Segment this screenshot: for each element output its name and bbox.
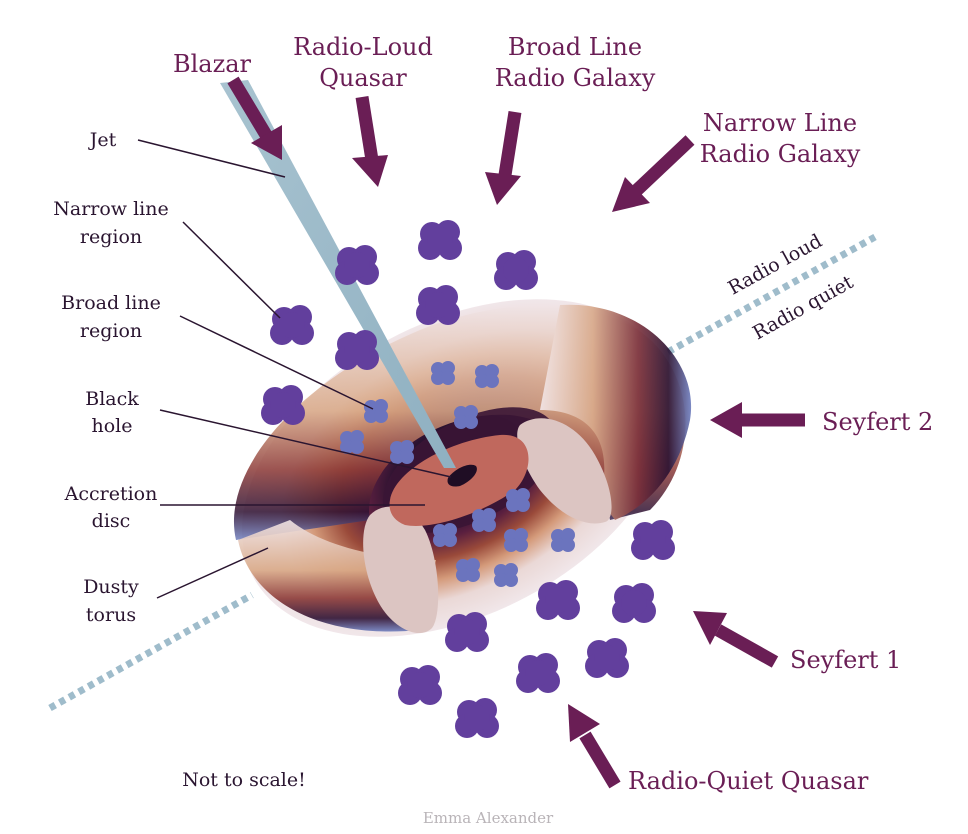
seyfert-1-arrow xyxy=(693,611,779,668)
nlr-cloud xyxy=(261,385,305,425)
narrow-line-radio-galaxy-label-line2: Radio Galaxy xyxy=(700,140,861,168)
black-hole-label-line2: hole xyxy=(92,415,133,437)
narrow-line-region-clouds xyxy=(261,220,675,738)
radio-loud-quasar-label-line1: Radio-Loud xyxy=(293,33,433,61)
nlr-cloud xyxy=(416,285,460,325)
nlr-cloud xyxy=(631,520,675,560)
broad-line-radio-galaxy-label-line2: Radio Galaxy xyxy=(495,64,656,92)
black-hole-label-line1: Black xyxy=(85,388,139,410)
radio-quiet-quasar-arrow xyxy=(568,704,621,789)
radio-quiet-quasar-label: Radio-Quiet Quasar xyxy=(628,767,869,795)
blr-cloud xyxy=(494,563,518,587)
torus-cut-right xyxy=(517,418,612,524)
leader-black-hole xyxy=(159,409,452,478)
narrow-line-radio-galaxy-label-line1: Narrow Line xyxy=(703,109,857,137)
jet-label: Jet xyxy=(88,129,117,151)
nlr-cloud xyxy=(270,305,314,345)
broad-line-radio-galaxy-arrow xyxy=(485,110,522,205)
blr-cloud xyxy=(454,405,478,429)
nlr-cloud xyxy=(418,220,462,260)
nlr-cloud xyxy=(335,330,379,370)
nlr-cloud xyxy=(445,612,489,652)
radio-divider-line xyxy=(48,233,877,712)
dusty-torus-label-line1: Dusty xyxy=(83,576,139,598)
leader-narrow-line-region xyxy=(182,221,281,319)
seyfert-2-arrow xyxy=(710,402,805,438)
broad-line-region-label-line1: Broad line xyxy=(61,292,161,314)
blazar-arrow xyxy=(227,76,282,160)
accretion-disc-label-line2: disc xyxy=(92,510,131,532)
nlr-cloud xyxy=(335,245,379,285)
blazar-label: Blazar xyxy=(173,50,252,78)
accretion-disc xyxy=(389,434,529,526)
broad-line-region-clouds xyxy=(340,361,575,587)
label-leader-lines xyxy=(137,139,452,599)
leader-broad-line-region xyxy=(179,315,374,410)
seyfert-1-label: Seyfert 1 xyxy=(790,646,901,674)
blr-cloud xyxy=(504,528,528,552)
blr-cloud xyxy=(364,399,388,423)
blr-cloud xyxy=(475,364,499,388)
blr-cloud xyxy=(456,558,480,582)
broad-line-region-label-line2: region xyxy=(80,320,142,342)
narrow-line-region-label-line2: region xyxy=(80,226,142,248)
dusty-torus-label-line2: torus xyxy=(86,604,136,626)
broad-line-radio-galaxy-label-line1: Broad Line xyxy=(508,33,642,61)
nlr-cloud xyxy=(455,698,499,738)
narrow-line-region-label-line1: Narrow line xyxy=(53,198,169,220)
blr-cloud xyxy=(390,440,414,464)
credit-text: Emma Alexander xyxy=(423,809,554,827)
nlr-cloud xyxy=(516,653,560,693)
blr-cloud xyxy=(433,523,457,547)
seyfert-2-label: Seyfert 2 xyxy=(822,408,933,436)
nlr-cloud xyxy=(612,583,656,623)
accretion-disc-label-line1: Accretion xyxy=(64,483,158,505)
leader-dusty-torus xyxy=(156,547,269,599)
agn-type-labels: Blazar Radio-Loud Quasar Broad Line Radi… xyxy=(173,33,933,795)
nlr-cloud xyxy=(398,665,442,705)
narrow-line-radio-galaxy-arrow xyxy=(612,135,695,212)
black-hole xyxy=(447,464,477,487)
nlr-cloud xyxy=(536,580,580,620)
blr-cloud xyxy=(340,430,364,454)
blr-cloud xyxy=(472,508,496,532)
radio-loud-quasar-arrow xyxy=(352,95,388,187)
nlr-cloud xyxy=(585,638,629,678)
observer-arrows xyxy=(227,76,805,789)
radio-loud-quasar-label-line2: Quasar xyxy=(319,64,407,92)
blr-cloud xyxy=(431,361,455,385)
not-to-scale-note: Not to scale! xyxy=(182,769,306,791)
leader-jet xyxy=(137,139,286,178)
blr-cloud xyxy=(506,488,530,512)
blr-cloud xyxy=(551,528,575,552)
nlr-cloud xyxy=(494,250,538,290)
torus-cut-left xyxy=(363,506,439,634)
